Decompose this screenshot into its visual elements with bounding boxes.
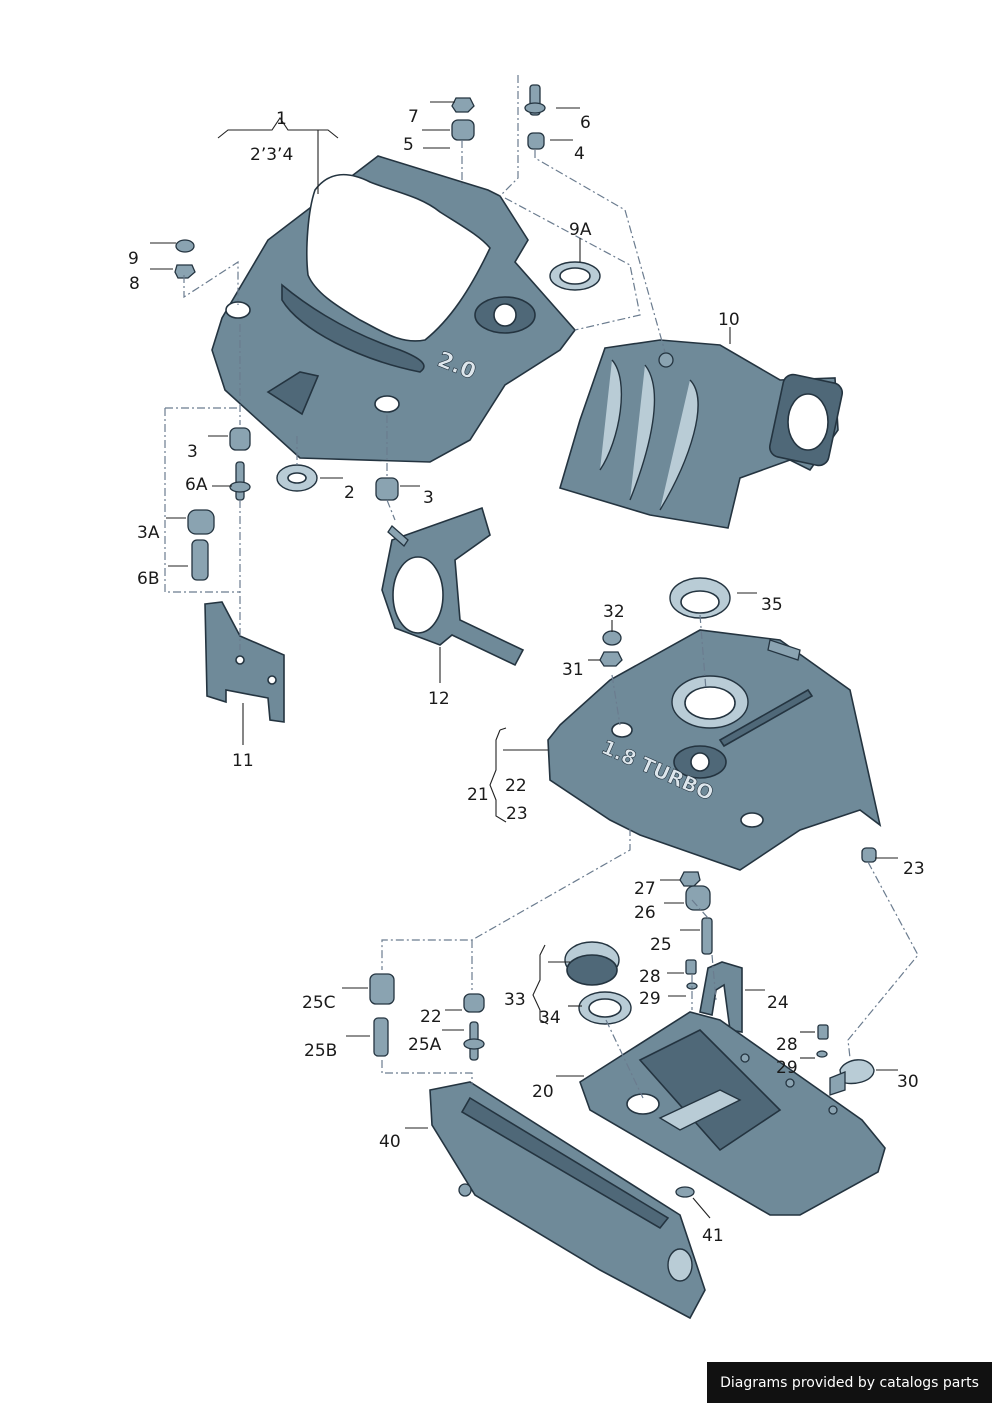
nut-27 xyxy=(679,871,701,887)
cap-9 xyxy=(175,239,195,253)
label-8: 8 xyxy=(129,274,140,294)
washer-29-lower xyxy=(816,1050,828,1058)
bracket-12 xyxy=(381,506,525,667)
engine-cover-2-0: 2.0 xyxy=(211,155,577,463)
pin-6A xyxy=(235,461,245,501)
label-34: 34 xyxy=(539,1008,561,1028)
grommet-3-right xyxy=(375,477,399,501)
label-25C: 25C xyxy=(302,993,336,1013)
grommet-26 xyxy=(685,885,711,911)
label-21: 21 xyxy=(467,785,489,805)
label-33: 33 xyxy=(504,990,526,1010)
label-22-lower: 22 xyxy=(420,1007,442,1027)
label-29-lower: 29 xyxy=(776,1058,798,1078)
connector-lines xyxy=(164,75,919,1099)
intake-runner-40 xyxy=(429,1081,706,1320)
nut-31 xyxy=(599,651,623,667)
label-2-3-4: 2’3’4 xyxy=(250,145,293,165)
lower-hardware xyxy=(369,577,877,1198)
bracket-24 xyxy=(699,961,743,1033)
label-3A: 3A xyxy=(137,523,160,543)
leader-lines xyxy=(150,101,898,1219)
label-3-left: 3 xyxy=(187,442,198,462)
label-31: 31 xyxy=(562,660,584,680)
bracket-11 xyxy=(204,601,285,723)
label-20: 20 xyxy=(532,1082,554,1102)
label-10: 10 xyxy=(718,310,740,330)
label-5: 5 xyxy=(403,135,414,155)
part-labels: 1 2’3’4 7 5 6 4 9A 9 8 10 3 6A 3A 6B 2 3… xyxy=(128,107,925,1246)
engine-cover-1-8-turbo: 1.8 TURBO xyxy=(547,629,882,871)
label-4: 4 xyxy=(574,144,585,164)
label-41: 41 xyxy=(702,1226,724,1246)
label-3-right: 3 xyxy=(423,488,434,508)
grommet-3-left xyxy=(229,427,251,451)
grommet-22 xyxy=(463,993,485,1013)
footer-credit: Diagrams provided by catalogs parts xyxy=(707,1362,992,1403)
label-9A: 9A xyxy=(569,220,592,240)
bolt-28-upper xyxy=(685,959,697,975)
cap-32 xyxy=(602,630,622,646)
label-9: 9 xyxy=(128,249,139,269)
nut-7 xyxy=(451,97,475,113)
label-2: 2 xyxy=(344,483,355,503)
bolt-28-lower xyxy=(817,1024,829,1040)
label-23-upper: 23 xyxy=(506,804,528,824)
pin-6B xyxy=(191,539,209,581)
label-7: 7 xyxy=(408,107,419,127)
label-28-lower: 28 xyxy=(776,1035,798,1055)
grommet-4 xyxy=(527,132,545,150)
cylinder-head-cover xyxy=(579,1011,886,1216)
pin-25 xyxy=(701,917,713,955)
label-25B: 25B xyxy=(304,1041,337,1061)
seal-41 xyxy=(675,1186,695,1198)
label-6B: 6B xyxy=(137,569,159,589)
label-23-right: 23 xyxy=(903,859,925,879)
label-32: 32 xyxy=(603,602,625,622)
label-11: 11 xyxy=(232,751,254,771)
pin-25B xyxy=(373,1017,389,1057)
intake-manifold xyxy=(559,339,844,529)
label-12: 12 xyxy=(428,689,450,709)
label-6A: 6A xyxy=(185,475,208,495)
label-40: 40 xyxy=(379,1132,401,1152)
cap-30 xyxy=(839,1059,875,1085)
label-22-upper: 22 xyxy=(505,776,527,796)
nut-8 xyxy=(174,264,196,279)
label-1: 1 xyxy=(276,109,287,129)
label-25: 25 xyxy=(650,935,672,955)
label-25A: 25A xyxy=(408,1035,442,1055)
upper-hardware xyxy=(174,84,601,581)
label-28-upper: 28 xyxy=(639,967,661,987)
label-6: 6 xyxy=(580,113,591,133)
grommet-3A xyxy=(187,509,215,535)
label-35: 35 xyxy=(761,595,783,615)
grommet-5 xyxy=(451,119,475,141)
label-30: 30 xyxy=(897,1072,919,1092)
label-27: 27 xyxy=(634,879,656,899)
grommet-25C xyxy=(369,973,395,1005)
label-24: 24 xyxy=(767,993,789,1013)
label-26: 26 xyxy=(634,903,656,923)
label-29-upper: 29 xyxy=(639,989,661,1009)
grommet-23 xyxy=(861,847,877,863)
